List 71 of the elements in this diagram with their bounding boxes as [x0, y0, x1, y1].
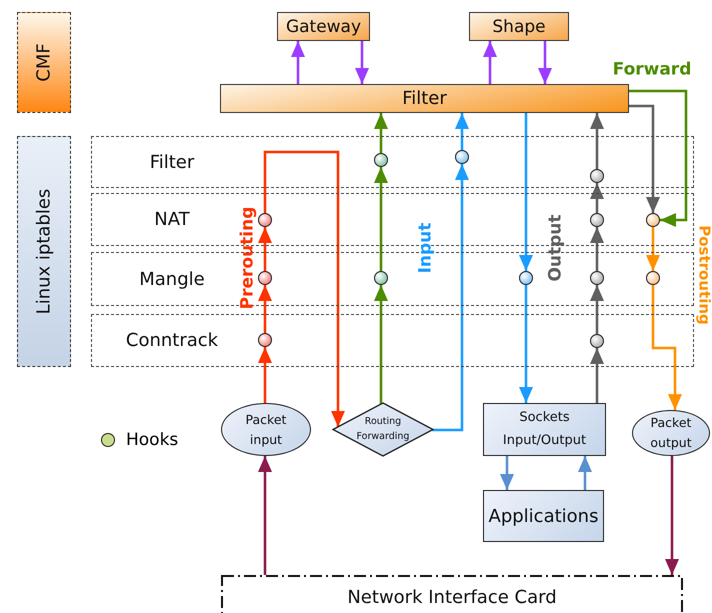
- filter-bar: [220, 84, 629, 113]
- arrow: [258, 285, 272, 333]
- arrow: [590, 285, 604, 334]
- process-box: [483, 403, 606, 456]
- arrow: [652, 285, 682, 410]
- arrow: [538, 41, 552, 84]
- arrow: [264, 150, 345, 427]
- hook-circle: [590, 334, 604, 348]
- table-band: [91, 314, 694, 367]
- arrow: [432, 164, 469, 432]
- hook-circle: [590, 270, 604, 284]
- interface-card-box: [221, 575, 683, 611]
- hook-circle: [646, 270, 660, 284]
- arrow: [374, 285, 388, 404]
- node-label: Routing Forwarding: [356, 415, 410, 444]
- flow-label: Postrouting: [696, 225, 712, 325]
- node-label: Filter: [148, 152, 196, 172]
- arrow: [374, 113, 388, 153]
- arrow: [258, 227, 272, 271]
- layer-band: [17, 136, 71, 367]
- hook-circle: [374, 152, 388, 166]
- hook-circle: [590, 212, 604, 226]
- node-label: Sockets Input/Output: [502, 409, 588, 450]
- hook-circle: [646, 212, 660, 226]
- decision-diamond: [333, 403, 433, 456]
- node-label: Network Interface Card: [347, 586, 557, 608]
- arrow: [629, 90, 688, 227]
- module-box: [277, 12, 370, 41]
- node-label: Conntrack: [124, 330, 220, 351]
- band-label: Linux iptables: [34, 188, 54, 314]
- node-label: Packet output: [649, 414, 693, 452]
- arrow: [646, 227, 660, 271]
- process-box: [483, 490, 604, 542]
- node-label: Applications: [488, 506, 598, 526]
- arrow: [500, 456, 514, 490]
- arrow: [519, 113, 533, 271]
- flow-label: Prerouting: [240, 206, 256, 310]
- flow-label: Forward: [612, 62, 692, 78]
- arrow: [590, 227, 604, 271]
- module-box: [469, 12, 569, 41]
- hook-circle: [258, 332, 272, 346]
- legend-label: Hooks: [126, 432, 178, 449]
- band-label: CMF: [34, 43, 54, 82]
- arrow: [665, 456, 679, 575]
- arrow: [590, 183, 604, 213]
- hook-circle: [258, 270, 272, 284]
- hook-circle: [590, 168, 604, 182]
- arrow: [374, 167, 388, 271]
- hook-circle: [454, 150, 468, 164]
- arrow: [519, 285, 533, 403]
- hook-circle: [258, 212, 272, 226]
- arrow: [629, 104, 660, 213]
- arrow: [590, 113, 604, 169]
- layer-band: [17, 12, 71, 113]
- arrow: [455, 113, 469, 150]
- flow-label: Input: [418, 222, 434, 274]
- hook-circle: [518, 270, 532, 284]
- node-label: Shape: [492, 16, 546, 36]
- arrow: [578, 456, 592, 490]
- arrow: [483, 41, 497, 84]
- table-band: [91, 136, 694, 188]
- hook-circle: [374, 270, 388, 284]
- node-label: Filter: [402, 88, 447, 109]
- arrow: [590, 348, 604, 403]
- node-label: Gateway: [286, 16, 362, 36]
- arrow: [258, 347, 272, 403]
- flow-label: Output: [548, 214, 564, 282]
- arrow: [355, 41, 369, 84]
- arrow: [258, 456, 272, 575]
- node-label: Packet input: [244, 410, 288, 449]
- arrow: [291, 41, 305, 84]
